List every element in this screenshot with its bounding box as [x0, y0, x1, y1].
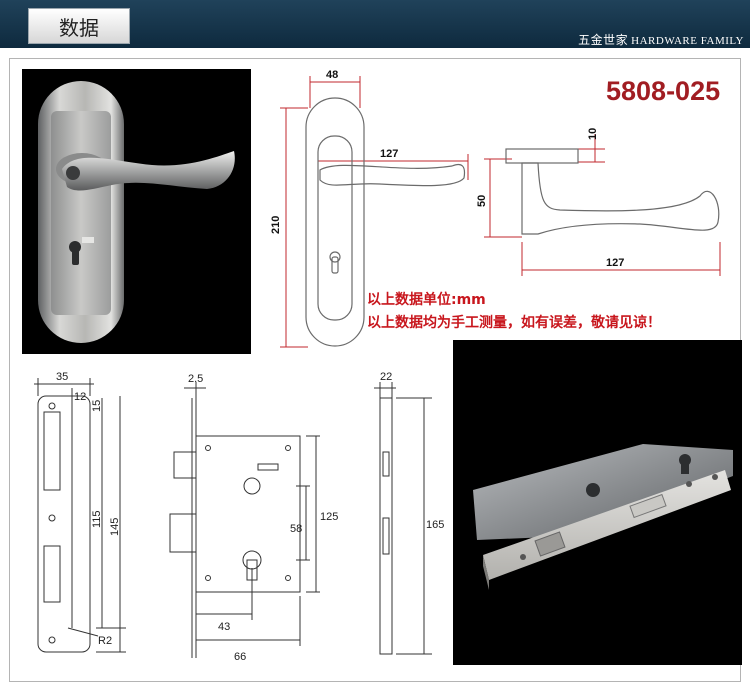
- dim-faceplate-height: 145: [109, 518, 121, 536]
- dim-case-height: 125: [320, 511, 338, 523]
- brand-name-en: HARDWARE FAMILY: [631, 35, 744, 47]
- handle-photo: [22, 69, 251, 354]
- dim-corner-radius: R2: [98, 635, 112, 647]
- brand-name-cn: 五金世家: [578, 33, 629, 47]
- lock-case: [473, 444, 733, 540]
- dim-side-height: 50: [476, 195, 488, 207]
- product-model-number: 5808-025: [606, 76, 721, 106]
- dim-lever-length: 127: [380, 148, 398, 160]
- dim-bolt-offset: 2.5: [188, 373, 203, 385]
- dim-handle-width: 48: [326, 69, 338, 81]
- handle-drawing: 48 127 127 210 50 10: [270, 69, 721, 348]
- backplate-inset: [51, 111, 111, 315]
- dim-inset-top: 12: [74, 391, 86, 403]
- dim-backset: 43: [218, 621, 230, 633]
- dim-rose-thickness: 10: [587, 128, 599, 140]
- dim-forend-width: 22: [380, 371, 392, 383]
- dim-inset-side: 15: [91, 400, 103, 412]
- dim-plate-height: 210: [270, 216, 282, 234]
- dim-faceplate-width: 35: [56, 371, 68, 383]
- lever-handle: [62, 151, 235, 191]
- lock-body-drawing: 35 12 15 115 145 R2 2.5 58 125 43 66 22 …: [34, 371, 444, 663]
- dim-forend-height: 165: [426, 519, 444, 531]
- drawing-backplate-outline: [305, 97, 365, 347]
- section-tab-data[interactable]: 数据: [28, 8, 130, 44]
- dim-spindle-to-cylinder: 58: [290, 523, 302, 535]
- unit-note: 以上数据单位:mm: [367, 292, 486, 308]
- lock-body-photo: [453, 340, 742, 665]
- dim-side-length: 127: [606, 257, 624, 269]
- dim-slot-span: 115: [91, 510, 103, 528]
- forend-outline: [379, 397, 393, 655]
- faceplate-outline: [37, 395, 91, 653]
- measurement-disclaimer: 以上数据均为手工测量，如有误差，敬请见谅！: [367, 315, 661, 331]
- dim-case-width: 66: [234, 651, 246, 663]
